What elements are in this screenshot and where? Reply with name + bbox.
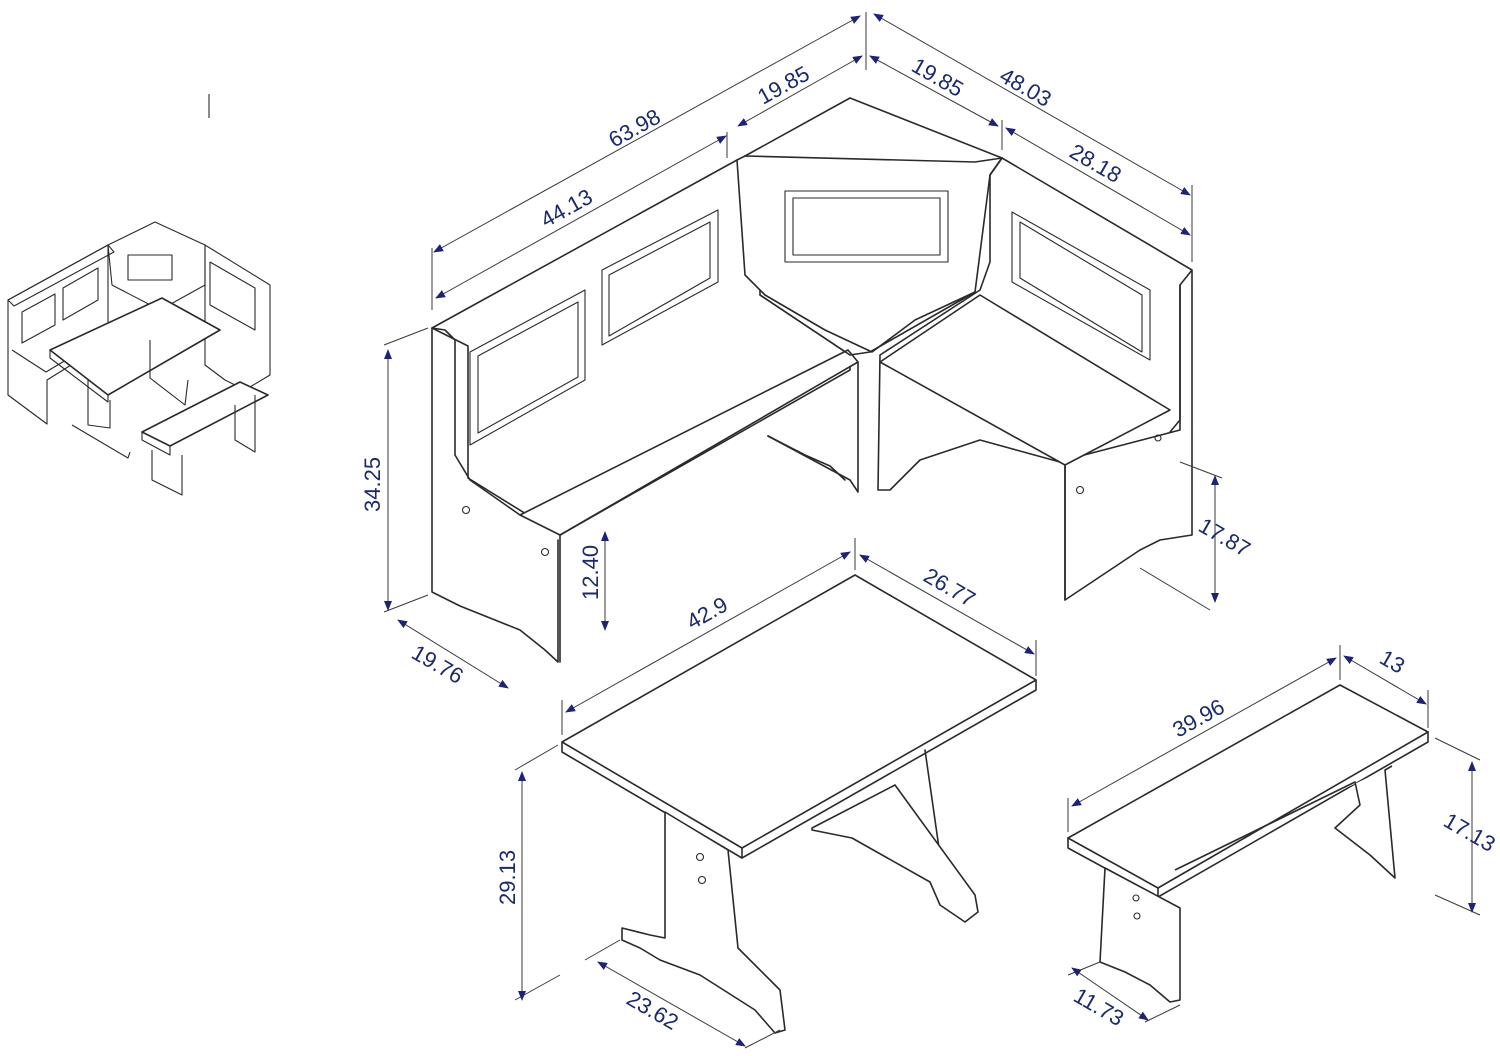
dim-bench-height: 17.13 bbox=[1440, 808, 1500, 857]
dim-corner-seat-height-left: 12.40 bbox=[578, 545, 603, 600]
dim-corner-seat-height-right: 17.87 bbox=[1195, 513, 1255, 562]
dim-line-bench-base-width bbox=[1071, 967, 1149, 1021]
thumbnail-assembled-set bbox=[7, 94, 271, 496]
dim-bench-base-width: 11.73 bbox=[1070, 983, 1129, 1031]
dim-line-right-run bbox=[1005, 127, 1191, 236]
dim-corner-depth: 19.76 bbox=[408, 640, 468, 689]
dim-corner-right: 19.85 bbox=[908, 53, 968, 102]
dim-corner-back-height: 34.25 bbox=[360, 457, 385, 512]
table-drawing bbox=[561, 574, 1037, 1034]
dim-line-bench-width bbox=[1343, 655, 1427, 705]
front-bench-drawing bbox=[1067, 684, 1429, 1003]
dim-line-depth bbox=[397, 619, 509, 689]
dim-line-table-length bbox=[565, 551, 851, 713]
dim-bench-width: 13 bbox=[1376, 645, 1410, 679]
dim-corner-overall-right: 48.03 bbox=[996, 63, 1056, 112]
dim-line-corner-left bbox=[737, 55, 863, 127]
dim-table-length: 42.9 bbox=[682, 592, 732, 635]
corner-bench-drawing bbox=[431, 97, 1193, 663]
dim-line-table-width bbox=[859, 554, 1035, 655]
dim-table-width: 26.77 bbox=[920, 563, 980, 612]
dim-line-bench-length bbox=[1071, 657, 1337, 807]
dim-line-corner-right bbox=[869, 55, 999, 127]
dim-corner-left: 19.85 bbox=[753, 61, 813, 110]
dim-table-height: 29.13 bbox=[495, 850, 520, 905]
dim-line-left-run bbox=[435, 135, 727, 299]
dim-line-table-base-width bbox=[597, 961, 746, 1047]
dim-corner-overall-left: 63.98 bbox=[604, 104, 664, 153]
